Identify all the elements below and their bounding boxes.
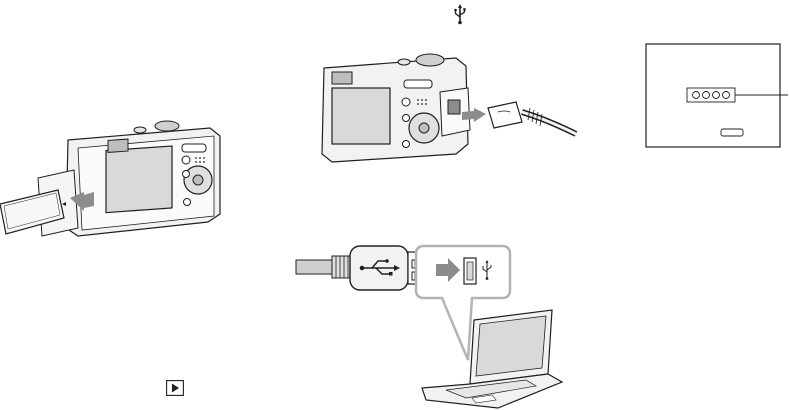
usb-symbol-icon <box>453 3 467 25</box>
playback-button-icon <box>166 380 184 396</box>
camera-usb-cable-illustration <box>318 50 580 168</box>
lcd-screen-illustration <box>645 43 789 148</box>
usb-to-computer-illustration <box>296 240 564 410</box>
camera-memory-card-illustration <box>0 118 228 240</box>
